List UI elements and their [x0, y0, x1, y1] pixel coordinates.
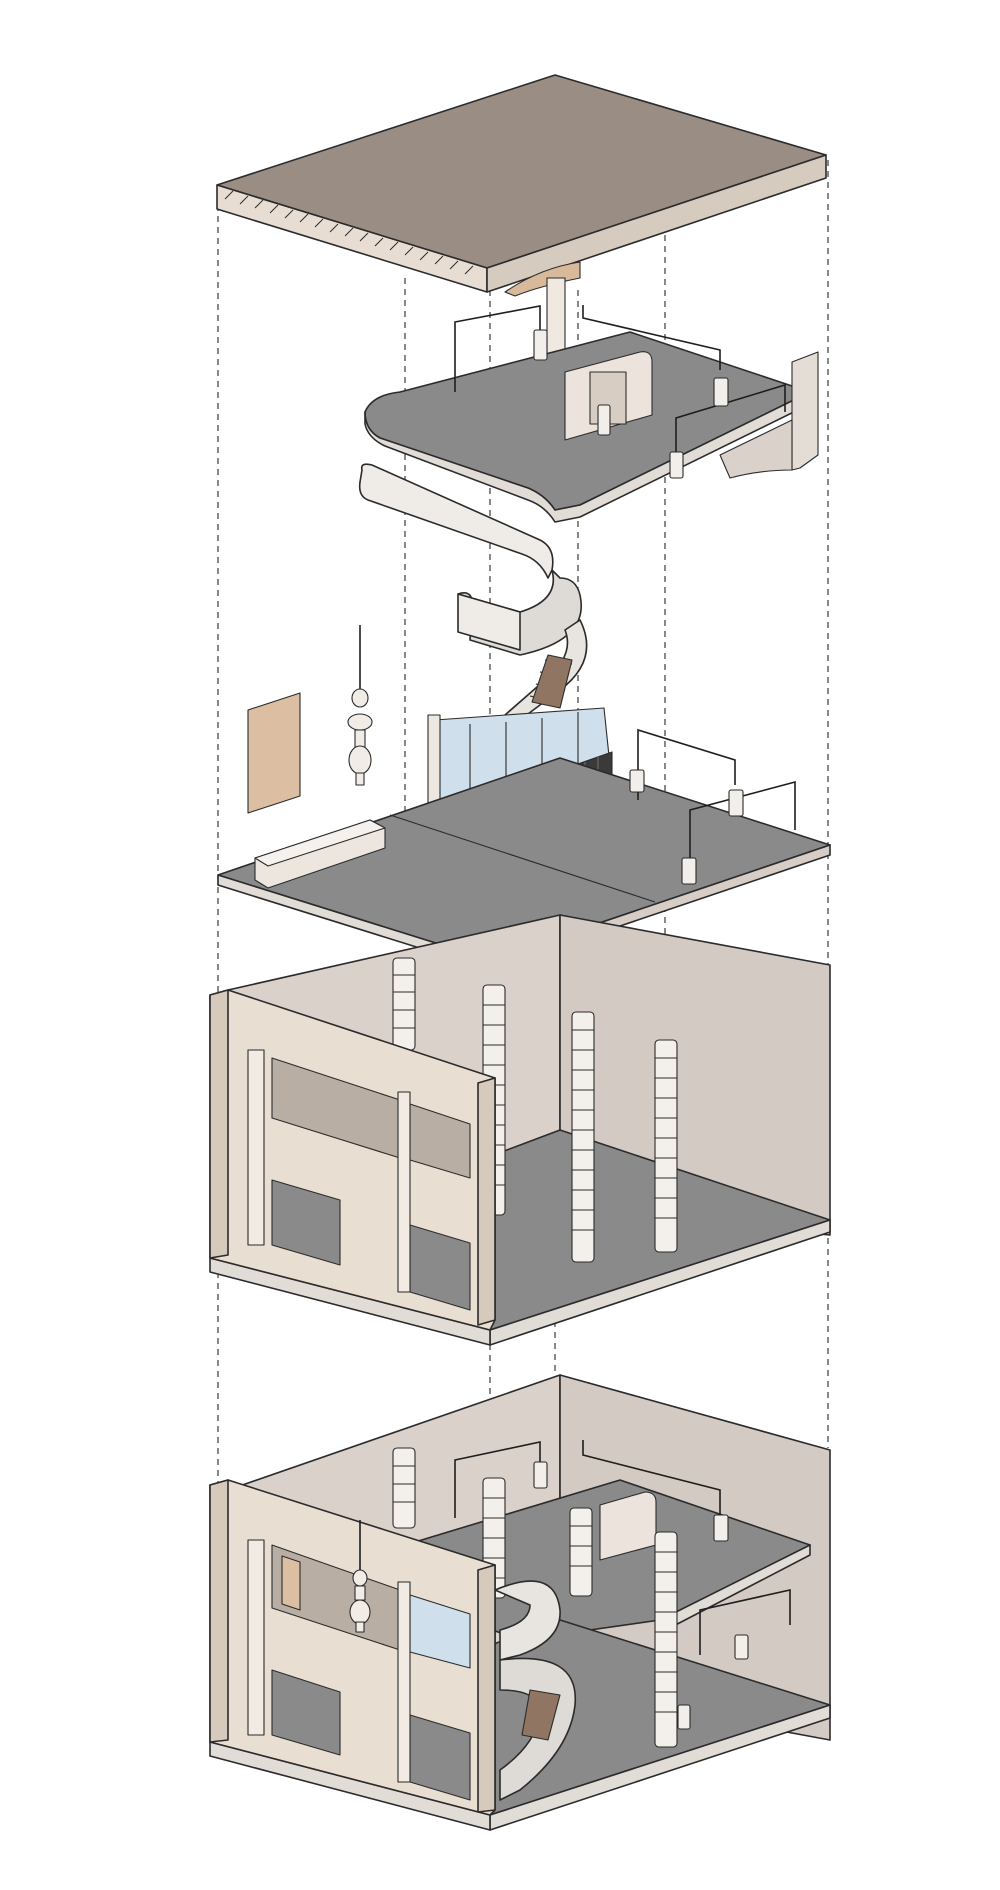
assembled-wire-1: [454, 1441, 541, 1518]
lamp-icon: [677, 1704, 691, 1730]
roof-slab-side-edge: [486, 154, 827, 293]
stair-ribbon-face: [457, 593, 521, 651]
spiral-staircase: [358, 463, 588, 771]
assembled-opening-lower-left: [271, 1669, 341, 1756]
mezzanine-wire-1: [454, 305, 541, 392]
roof-slab: [216, 74, 827, 357]
assembled-doorway-wall: [599, 1491, 657, 1561]
mezzanine-floor: [364, 305, 819, 523]
lamp-icon: [734, 1634, 749, 1660]
roof-slab-top: [216, 74, 827, 269]
assembled-stair-treads: [521, 1689, 561, 1741]
roof-soffit-curve: [504, 261, 581, 297]
lamp-icon: [533, 1461, 548, 1489]
assembled-column-1: [392, 1447, 416, 1529]
upper-deck-seam: [389, 814, 656, 903]
lamp-icon: [533, 329, 548, 361]
mezzanine-wire-2: [582, 305, 721, 370]
assembled-tan-panel: [281, 1555, 301, 1611]
assembled-column-4: [654, 1531, 678, 1748]
facade-pilaster-left: [247, 1049, 265, 1246]
deck-wire-1: [637, 728, 736, 800]
mezzanine-wire-3: [675, 383, 786, 458]
lamp-icon: [713, 377, 729, 407]
lamp-icon: [713, 1514, 729, 1542]
assembled-column-rings: [393, 1465, 677, 1713]
assembled-column-3: [569, 1507, 593, 1597]
facade-opening-lower-left: [271, 1179, 341, 1266]
lower-storey-shell: [209, 914, 831, 1346]
lamp-icon: [728, 789, 744, 817]
assembled-columns: [392, 1447, 678, 1748]
wall-panel-tan: [247, 692, 301, 814]
column-4: [654, 1039, 678, 1253]
mezzanine-bracket: [719, 419, 793, 479]
upper-floor-deck: [217, 625, 831, 971]
lamp-icon: [597, 404, 611, 436]
lamp-icon: [681, 857, 697, 885]
assembled-building: [209, 1374, 831, 1831]
assembled-chandelier: [349, 1520, 371, 1633]
mezzanine-side-wall: [791, 351, 819, 471]
assembled-stair-upper: [494, 1580, 561, 1661]
roof-slab-hatch: [224, 190, 474, 275]
stair-ribbon-top: [358, 463, 554, 579]
column-1: [392, 957, 416, 1051]
lamp-icon: [669, 451, 684, 479]
assembled-wire-3: [699, 1589, 791, 1655]
column-3: [571, 1011, 595, 1263]
stair-treads-shadow: [531, 654, 573, 709]
roof-support-column: [546, 277, 566, 357]
pendant-chandelier: [347, 625, 373, 786]
lamp-icon: [629, 769, 645, 793]
facade-pilaster-center: [397, 1091, 411, 1293]
assembled-wire-2: [582, 1440, 721, 1515]
